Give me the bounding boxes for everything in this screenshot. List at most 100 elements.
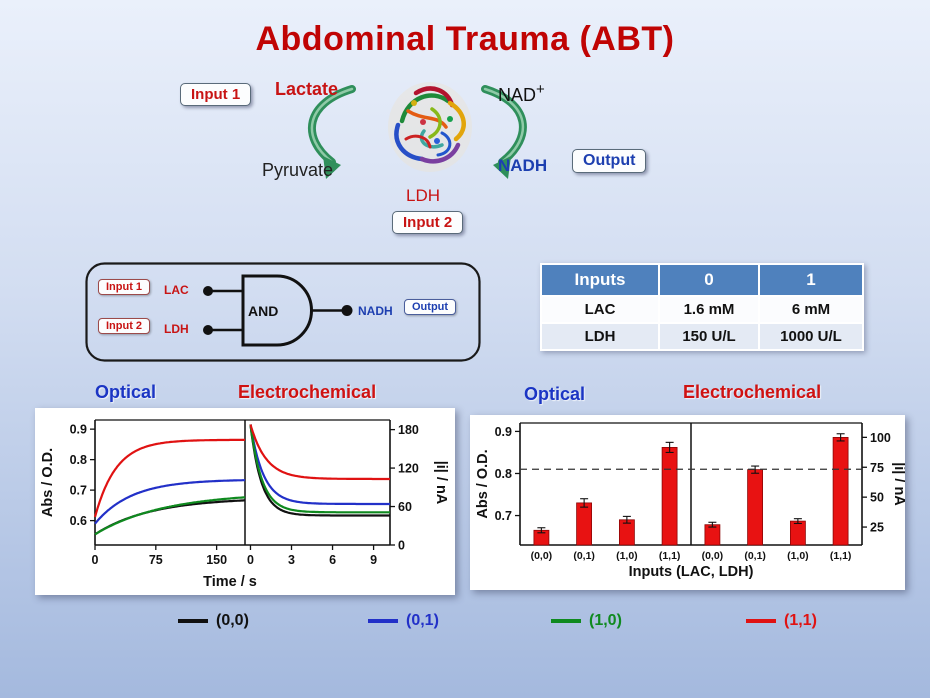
cofactor-product-label: NADH (498, 156, 548, 175)
svg-text:0.9: 0.9 (495, 425, 512, 439)
bar-(0,1) (747, 469, 764, 546)
table-header-inputs: Inputs (540, 263, 660, 297)
legend-label-10: (1,0) (589, 612, 622, 629)
output-label: Output (583, 152, 636, 169)
svg-text:(1,1): (1,1) (830, 550, 852, 562)
kinetics-series-(1,1) (93, 438, 245, 518)
table-row-lac: LAC 1.6 mM 6 mM (540, 295, 864, 324)
gate-input1-signal: LAC (164, 283, 189, 297)
kinetics-series-(0,1) (94, 479, 245, 525)
svg-text:0.7: 0.7 (495, 509, 512, 523)
enzyme-label: LDH (406, 186, 441, 205)
svg-text:0: 0 (247, 553, 254, 567)
kinetics-series-(1,0) (94, 496, 246, 536)
svg-text:(1,1): (1,1) (659, 550, 681, 562)
reaction-scheme: Input 1 Lactate NAD+ Pyruvate NADH Outpu… (180, 75, 680, 250)
kinetics-optical-title: Optical (95, 382, 157, 402)
svg-text:0: 0 (398, 539, 405, 553)
gate-output-signal: NADH (358, 304, 393, 318)
table-header-1: 1 (758, 263, 864, 297)
table-cell: LAC (540, 295, 660, 324)
cofactor-arrow (481, 85, 527, 179)
output-node-dot (341, 305, 353, 316)
legend-line-01 (368, 619, 398, 623)
input1-badge: Input 1 (180, 83, 252, 106)
legend-line-11 (746, 619, 776, 623)
legend-item-11: (1,1) (746, 612, 817, 630)
legend-line-10 (551, 619, 581, 623)
svg-text:0.7: 0.7 (70, 484, 87, 498)
bars-optical-title: Optical (524, 384, 586, 404)
kinetics-series-(1,0) (249, 424, 390, 514)
substrate-label: Lactate (275, 79, 339, 99)
kinetics-xlabel: Time / s (203, 574, 257, 590)
kinetics-series-(0,0) (249, 424, 390, 517)
svg-text:120: 120 (398, 462, 419, 476)
logic-gate-panel: Input 1 LAC Input 2 LDH AND NADH Output (85, 262, 481, 362)
bar-(1,1) (661, 447, 678, 546)
table-row-ldh: LDH 150 U/L 1000 U/L (540, 322, 864, 351)
logic-gate-art (85, 262, 481, 362)
legend-item-10: (1,0) (551, 612, 622, 630)
table-cell: 6 mM (758, 295, 864, 324)
bar-(0,1) (576, 502, 592, 546)
legend-label-11: (1,1) (784, 612, 817, 629)
input1-node-dot (203, 286, 213, 296)
svg-text:0.9: 0.9 (70, 423, 87, 437)
svg-text:(1,0): (1,0) (616, 550, 638, 562)
and-gate-label: AND (248, 303, 279, 319)
bar-(0,0) (704, 524, 721, 546)
bar-(1,0) (789, 520, 806, 546)
kinetics-series-(1,1) (249, 424, 390, 481)
table-cell: LDH (540, 322, 660, 351)
svg-text:60: 60 (398, 500, 412, 514)
scheme-art (307, 82, 527, 179)
gate-output-badge: Output (404, 299, 457, 315)
svg-text:75: 75 (870, 461, 884, 475)
bars-xlabel: Inputs (LAC, LDH) (629, 564, 754, 580)
bars-chart: 0.70.80.9255075100(0,0)(0,1)(1,0)(1,1)(0… (475, 422, 907, 580)
svg-text:0: 0 (92, 553, 99, 567)
svg-text:3: 3 (288, 553, 295, 567)
table-cell: 1000 U/L (758, 322, 864, 351)
inputs-table: Inputs 0 1 LAC 1.6 mM 6 mM LDH 150 U/L 1… (540, 263, 864, 351)
input2-label: Input 2 (403, 214, 453, 231)
gate-input2-badge: Input 2 (98, 318, 151, 334)
output-badge: Output (572, 149, 647, 173)
svg-text:(0,1): (0,1) (573, 550, 595, 562)
kinetics-electrochemical-title: Electrochemical (238, 382, 377, 402)
substrate-arrow (307, 85, 356, 179)
kinetics-series-(0,0) (94, 499, 246, 536)
svg-text:(0,0): (0,0) (531, 550, 553, 562)
table-cell: 150 U/L (658, 322, 760, 351)
svg-text:(1,0): (1,0) (787, 550, 809, 562)
svg-text:0.8: 0.8 (70, 453, 87, 467)
bars-left-ylabel: Abs / O.D. (475, 449, 491, 518)
kinetics-left-ylabel: Abs / O.D. (40, 448, 56, 517)
input2-node-dot (203, 325, 213, 335)
legend-item-01: (0,1) (368, 612, 439, 630)
kinetics-right-ylabel: |i| / nA (433, 461, 449, 505)
svg-text:25: 25 (870, 521, 884, 535)
legend-label-01: (0,1) (406, 612, 439, 629)
svg-text:9: 9 (370, 553, 377, 567)
svg-text:(0,1): (0,1) (744, 550, 766, 562)
enzyme-structure-graphic (388, 82, 472, 172)
svg-text:0.6: 0.6 (70, 514, 87, 528)
svg-text:75: 75 (149, 553, 163, 567)
svg-text:150: 150 (206, 553, 227, 567)
cofactor-plus-sup: + (536, 81, 545, 98)
legend-item-00: (0,0) (178, 612, 249, 630)
svg-text:50: 50 (870, 491, 884, 505)
svg-text:100: 100 (870, 431, 891, 445)
table-header-0: 0 (658, 263, 760, 297)
bars-electrochemical-title: Electrochemical (683, 382, 822, 402)
bar-(1,1) (832, 436, 849, 546)
svg-text:(0,0): (0,0) (702, 550, 724, 562)
gate-input2-signal: LDH (164, 322, 189, 336)
legend-line-00 (178, 619, 208, 623)
and-gate-shape (241, 274, 313, 347)
